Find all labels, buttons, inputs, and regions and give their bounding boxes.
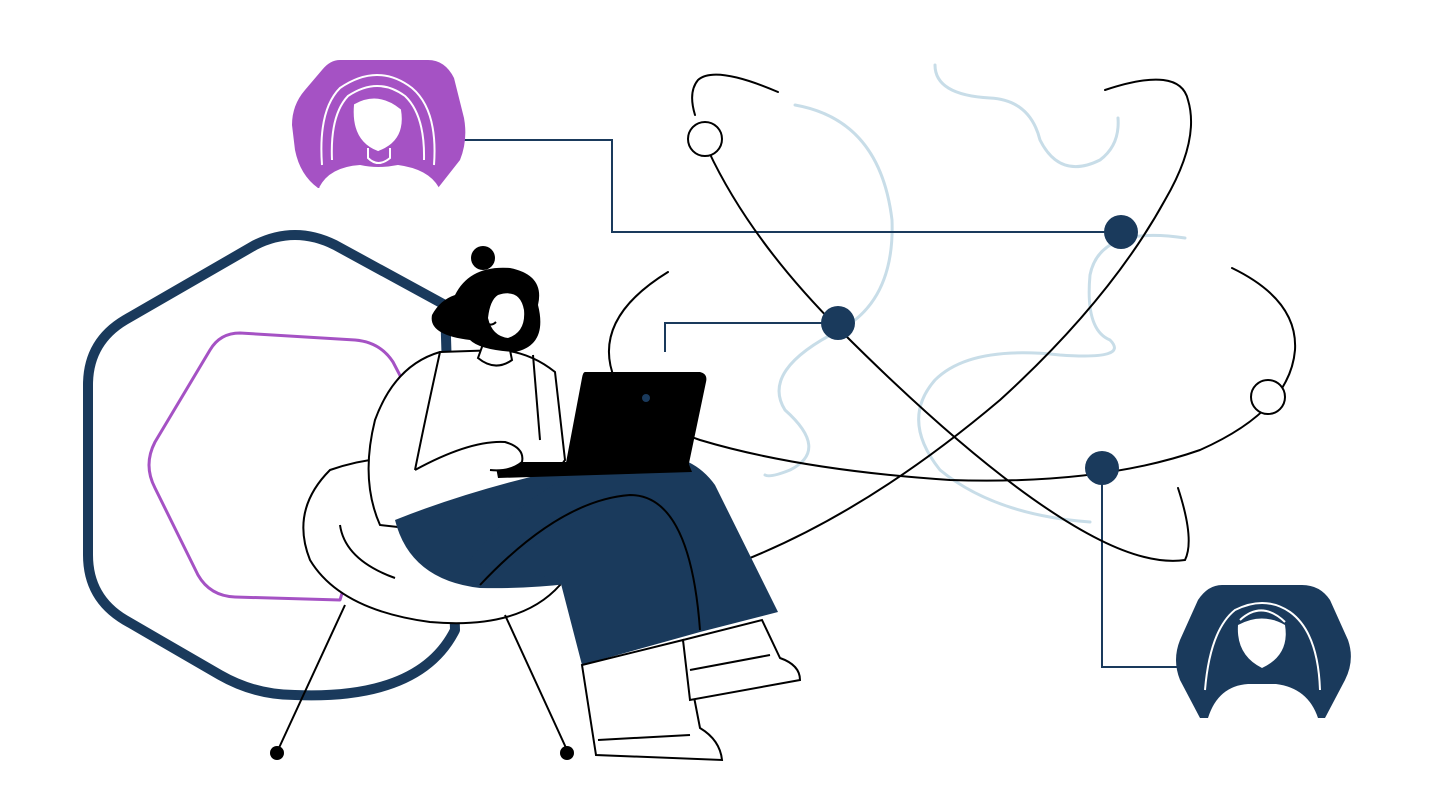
decorative-squiggles [763, 63, 1187, 524]
small-hexagon-frame [147, 331, 407, 602]
large-hexagon-frame [83, 230, 460, 701]
laptop-lid [565, 372, 707, 468]
person-with-laptop [367, 246, 802, 762]
woman-avatar-hexagon [292, 60, 466, 189]
node-open-right [1250, 379, 1286, 415]
node-filled-center [821, 306, 855, 340]
node-open-top [687, 121, 723, 157]
hair-bun [471, 246, 495, 270]
node-filled-top-right [1104, 215, 1138, 249]
pants-front-leg [470, 454, 778, 665]
network-nodes [687, 121, 1286, 485]
connector-lines [462, 139, 1180, 668]
node-filled-bottom [1085, 451, 1119, 485]
laptop-base [495, 462, 692, 478]
face [488, 293, 525, 338]
laptop-camera [642, 394, 650, 402]
man-avatar-hexagon [1176, 585, 1351, 718]
